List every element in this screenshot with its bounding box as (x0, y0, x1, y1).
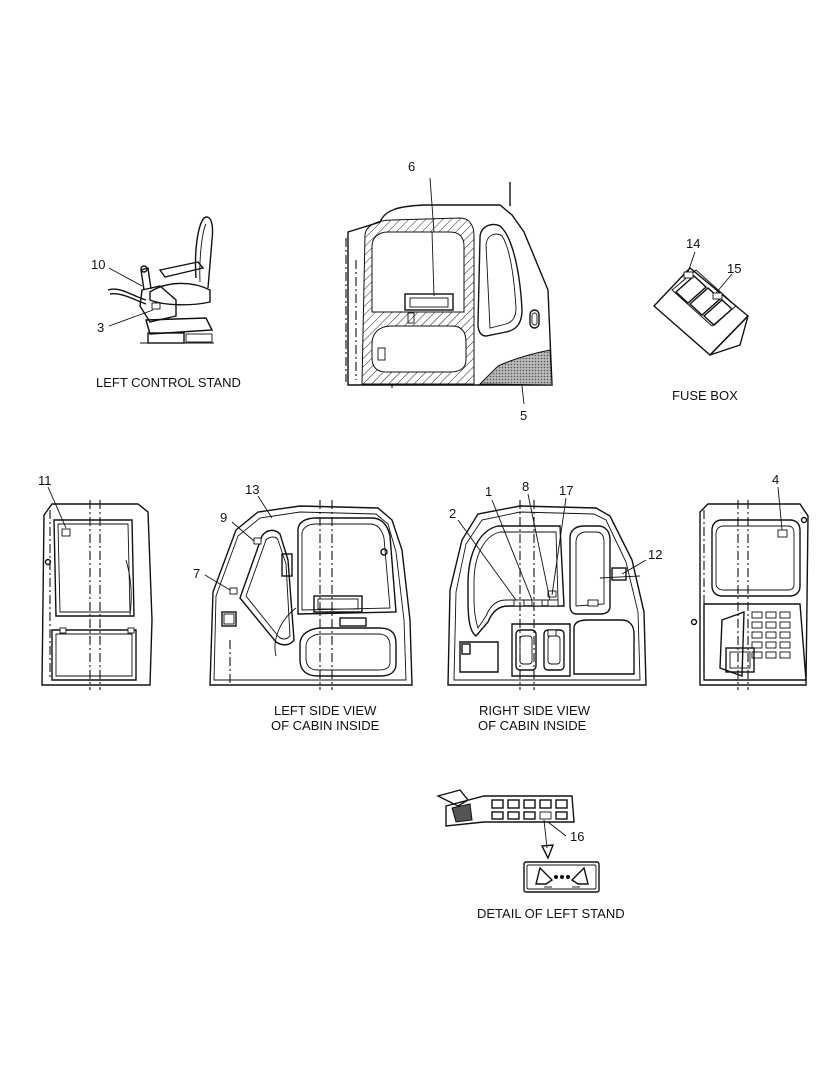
right-side-view-drawing (447, 500, 647, 690)
caption-right-side-view-line1: RIGHT SIDE VIEW (479, 703, 590, 718)
callout-5: 5 (520, 408, 528, 423)
fuse-box-drawing (652, 267, 750, 356)
callout-6: 6 (408, 159, 416, 174)
callout-14: 14 (686, 236, 701, 251)
callout-1: 1 (485, 484, 493, 499)
caption-fuse-box: FUSE BOX (672, 388, 738, 403)
caption-detail-left-stand: DETAIL OF LEFT STAND (477, 906, 625, 921)
callout-9: 9 (220, 510, 228, 525)
callout-2: 2 (449, 506, 457, 521)
callout-11: 11 (38, 473, 52, 488)
cabin-rear-left-drawing (41, 500, 153, 690)
caption-right-side-view-line2: OF CABIN INSIDE (478, 718, 587, 733)
left-side-view-drawing (209, 500, 413, 690)
left-control-stand-drawing (107, 216, 214, 344)
detail-left-stand-drawing (436, 789, 600, 893)
callout-3: 3 (97, 320, 105, 335)
caption-left-side-view-line2: OF CABIN INSIDE (271, 718, 380, 733)
callout-10: 10 (91, 257, 106, 272)
caption-left-control-stand: LEFT CONTROL STAND (96, 375, 241, 390)
caption-left-side-view-line1: LEFT SIDE VIEW (274, 703, 377, 718)
callout-16: 16 (570, 829, 585, 844)
callout-13: 13 (245, 482, 260, 497)
callout-8: 8 (522, 479, 530, 494)
cabin-rear-right-drawing (690, 500, 809, 690)
cabin-exterior-drawing (345, 182, 553, 388)
callout-15: 15 (727, 261, 742, 276)
callout-17: 17 (559, 483, 574, 498)
callout-7: 7 (193, 566, 201, 581)
callout-4: 4 (772, 472, 780, 487)
callout-12: 12 (648, 547, 663, 562)
